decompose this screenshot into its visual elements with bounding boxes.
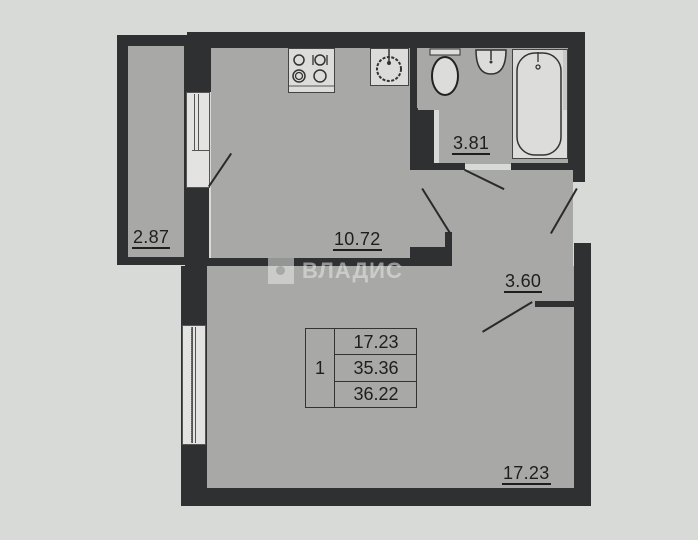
bathroom-area-label: 3.81 bbox=[452, 133, 491, 155]
hall-living-partition bbox=[535, 301, 575, 307]
kitchen-left-wall-lower bbox=[185, 188, 209, 268]
living-bottom-wall bbox=[181, 488, 591, 506]
kitchen-sink-icon bbox=[370, 48, 409, 86]
bathroom-right-wall bbox=[568, 32, 585, 182]
bathroom-bottom-wall-right bbox=[511, 163, 585, 170]
area-summary-table: 1 17.23 35.36 36.22 bbox=[305, 328, 417, 408]
bathroom-bottom-wall-left bbox=[410, 163, 465, 170]
window-frame-line bbox=[194, 94, 195, 150]
balcony-floor bbox=[128, 46, 184, 257]
bathroom-floor-inset bbox=[417, 48, 439, 108]
watermark: ВЛАДИС bbox=[268, 258, 403, 284]
balcony-area-label: 2.87 bbox=[132, 227, 171, 249]
window-frame-line bbox=[195, 327, 196, 443]
kitchen-area-label: 10.72 bbox=[333, 229, 382, 251]
top-wall bbox=[187, 32, 585, 48]
watermark-text: ВЛАДИС bbox=[302, 258, 403, 283]
hallway-area-label: 3.60 bbox=[504, 271, 543, 293]
toilet-icon bbox=[428, 48, 462, 100]
window-frame-line bbox=[192, 150, 209, 151]
rooms-count: 1 bbox=[306, 329, 335, 407]
kitchen-left-wall bbox=[187, 32, 211, 92]
window-frame-line bbox=[198, 94, 199, 150]
kitchen-living-wall bbox=[185, 258, 410, 266]
total-area-with-balcony-value: 36.22 bbox=[353, 384, 399, 404]
kitchen-living-wall-corner bbox=[410, 247, 452, 266]
stove-icon bbox=[288, 48, 335, 93]
living-right-wall bbox=[574, 243, 591, 506]
living-room-area-label: 17.23 bbox=[502, 463, 551, 485]
living-room-floor-upper bbox=[452, 300, 573, 310]
bathroom-sink-icon bbox=[474, 48, 508, 76]
living-window bbox=[182, 325, 206, 445]
window-frame-line bbox=[191, 327, 193, 443]
total-area-value: 35.36 bbox=[335, 355, 417, 382]
bathtub-icon bbox=[512, 49, 568, 159]
home-key-logo-icon bbox=[268, 258, 294, 284]
living-area-value: 17.23 bbox=[335, 329, 417, 355]
